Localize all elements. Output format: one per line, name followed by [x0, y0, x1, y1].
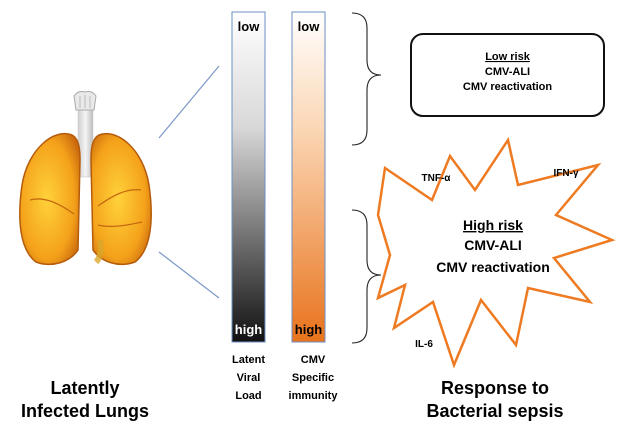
viral-load-caption-2: Viral: [237, 372, 261, 384]
connector-line-top: [158, 65, 220, 139]
high-risk-title: High risk: [463, 217, 523, 233]
high-risk-line-2: CMV reactivation: [436, 259, 550, 275]
low-risk-box: [410, 33, 605, 117]
high-risk-line-1: CMV-ALI: [464, 237, 522, 253]
low-risk-title: Low risk: [485, 51, 531, 63]
immunity-low-label: low: [298, 19, 321, 34]
right-caption-line-1: Response to: [441, 378, 549, 398]
immunity-caption-2: Specific: [292, 372, 334, 384]
high-risk-starburst: [376, 136, 616, 369]
latent-viral-load-bar: [231, 11, 266, 343]
immunity-caption-1: CMV: [301, 354, 326, 366]
viral-load-caption-1: Latent: [232, 354, 265, 366]
cytokine-il-6: IL-6: [415, 339, 433, 350]
viral-load-high-label: high: [235, 322, 262, 337]
cmv-immunity-bar: [291, 11, 326, 343]
lungs-illustration: [19, 91, 152, 266]
connector-line-bottom: [158, 251, 220, 299]
right-caption-line-2: Bacterial sepsis: [426, 401, 563, 421]
cytokine-ifn-gamma: IFN-γ: [554, 168, 579, 179]
cytokine-tnf-alpha: TNF-α: [422, 173, 452, 184]
low-risk-line-1: CMV-ALI: [485, 66, 530, 78]
immunity-high-label: high: [295, 322, 322, 337]
upper-brace: [351, 12, 382, 146]
lower-brace: [351, 209, 382, 344]
viral-load-low-label: low: [238, 19, 261, 34]
low-risk-line-2: CMV reactivation: [463, 81, 553, 93]
viral-load-caption-3: Load: [235, 390, 261, 402]
left-caption-line-2: Infected Lungs: [21, 401, 149, 421]
immunity-caption-3: immunity: [289, 390, 339, 402]
left-caption-line-1: Latently: [50, 378, 119, 398]
